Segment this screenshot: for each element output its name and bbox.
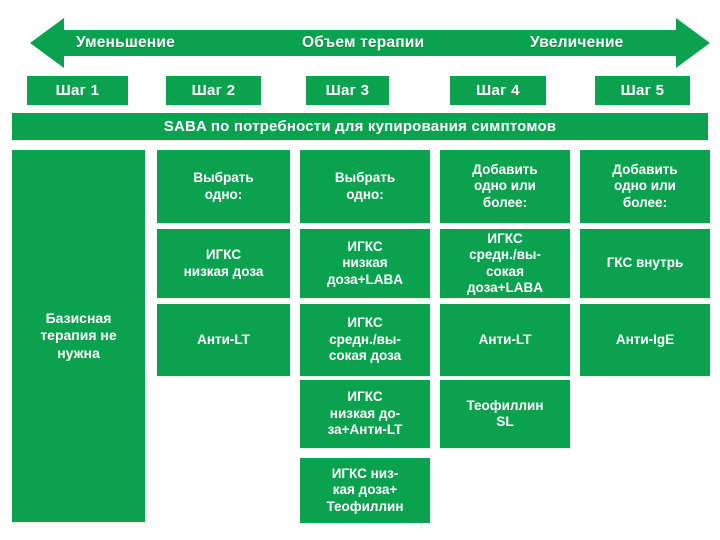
- cell-step1-no-controller[interactable]: Базисная терапия не нужна: [12, 150, 145, 522]
- cell-step2-choose-one[interactable]: Выбрать одно:: [157, 150, 290, 223]
- cell-step2-ics-low-dose[interactable]: ИГКС низкая доза: [157, 229, 290, 298]
- step-chip-3[interactable]: Шаг 3: [306, 76, 389, 105]
- saba-reliever-bar: SABA по потребности для купирования симп…: [12, 113, 708, 140]
- cell-step5-anti-ige[interactable]: Анти-IgE: [580, 304, 710, 376]
- arrow-label-increase: Увеличение: [530, 34, 624, 51]
- cell-step5-oral-corticosteroids[interactable]: ГКС внутрь: [580, 229, 710, 298]
- cell-step2-anti-lt[interactable]: Анти-LT: [157, 304, 290, 376]
- cell-step3-choose-one[interactable]: Выбрать одно:: [300, 150, 430, 223]
- therapy-volume-arrow: Уменьшение Объем терапии Увеличение: [30, 16, 710, 70]
- arrow-label-therapy-volume: Объем терапии: [302, 34, 425, 51]
- step-chip-1[interactable]: Шаг 1: [27, 76, 128, 105]
- arrow-label-decrease: Уменьшение: [76, 34, 175, 51]
- cell-step3-ics-low-dose-laba[interactable]: ИГКС низкая доза+LABA: [300, 229, 430, 298]
- step-chip-2[interactable]: Шаг 2: [166, 76, 261, 105]
- cell-step4-add-one-or-more[interactable]: Добавить одно или более:: [440, 150, 570, 223]
- cell-step3-ics-medium-high-dose[interactable]: ИГКС средн./вы- сокая доза: [300, 304, 430, 376]
- cell-step4-theophylline-sl[interactable]: Теофиллин SL: [440, 380, 570, 448]
- cell-step3-ics-low-dose-anti-lt[interactable]: ИГКС низкая до- за+Анти-LT: [300, 380, 430, 448]
- step-chip-4[interactable]: Шаг 4: [450, 76, 546, 105]
- cell-step4-anti-lt[interactable]: Анти-LT: [440, 304, 570, 376]
- double-arrow-icon: [30, 18, 710, 68]
- step-chip-5[interactable]: Шаг 5: [595, 76, 690, 105]
- cell-step3-ics-low-dose-theophylline[interactable]: ИГКС низ- кая доза+ Теофиллин: [300, 458, 430, 523]
- cell-step5-add-one-or-more[interactable]: Добавить одно или более:: [580, 150, 710, 223]
- cell-step4-ics-medium-high-dose-laba[interactable]: ИГКС средн./вы- сокая доза+LABA: [440, 229, 570, 298]
